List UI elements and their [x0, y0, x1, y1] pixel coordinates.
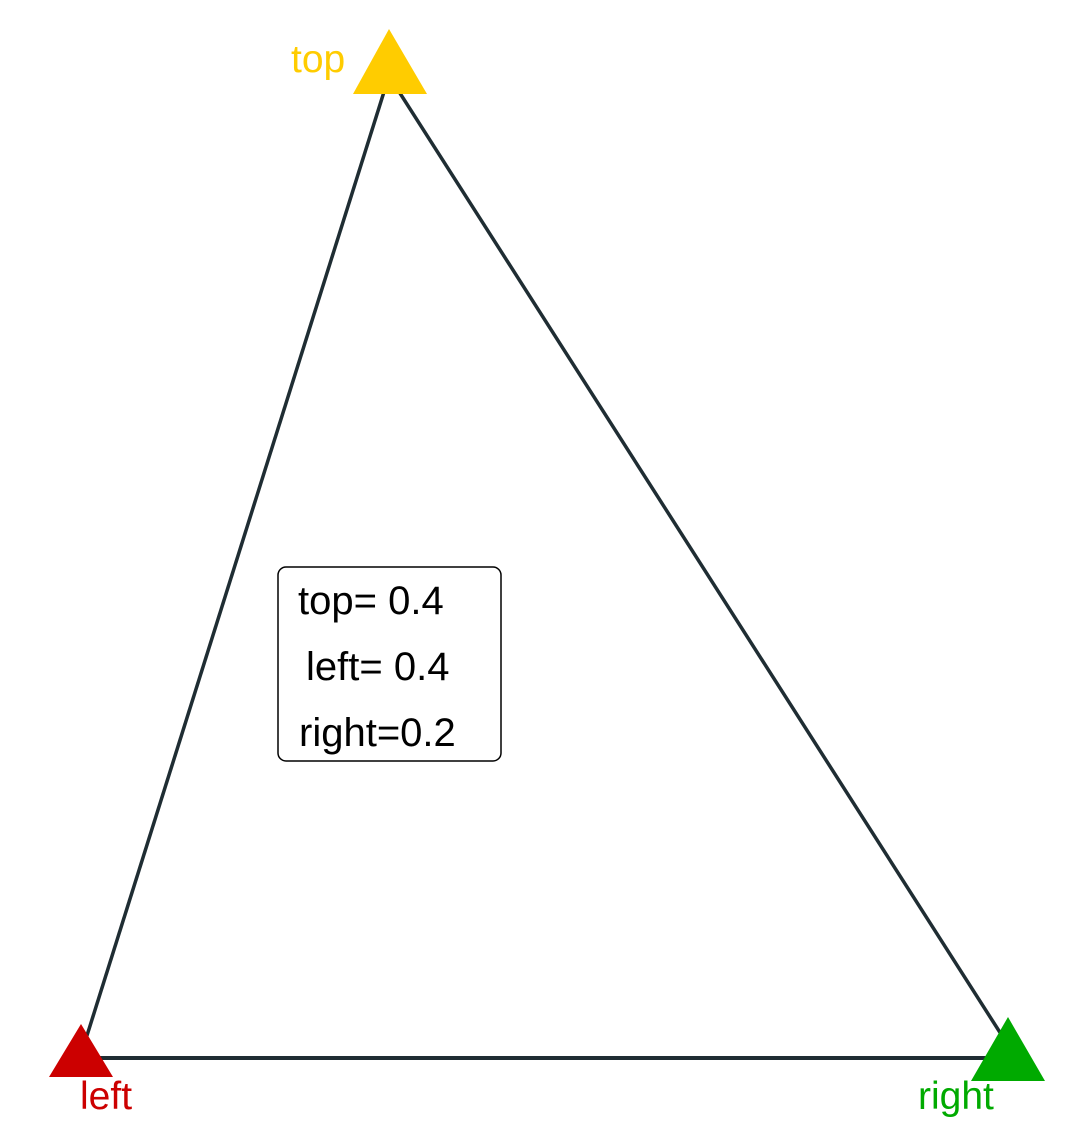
- triangle-outline: [82, 75, 1010, 1060]
- top-vertex-marker[interactable]: [353, 29, 427, 94]
- right-vertex-label: right: [918, 1075, 994, 1118]
- right-vertex-marker[interactable]: [971, 1017, 1045, 1081]
- info-top-value: top= 0.4: [298, 579, 444, 623]
- proportions-info-box: top= 0.4 left= 0.4 right=0.2: [277, 566, 502, 762]
- left-vertex-marker[interactable]: [49, 1024, 113, 1077]
- info-right-value: right=0.2: [299, 711, 456, 755]
- edge-top-right: [387, 75, 1010, 1046]
- top-vertex-label: top: [291, 38, 345, 81]
- left-vertex-label: left: [80, 1075, 132, 1118]
- info-box-frame: [277, 566, 502, 762]
- info-left-value: left= 0.4: [306, 645, 449, 689]
- edge-top-left: [82, 75, 391, 1046]
